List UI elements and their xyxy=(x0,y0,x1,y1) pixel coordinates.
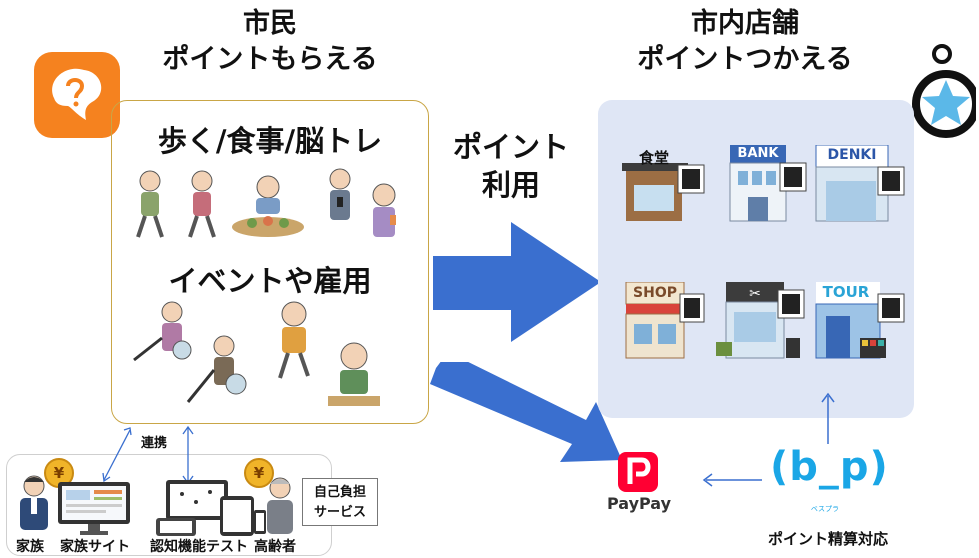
store-bank-sign: BANK xyxy=(737,146,779,161)
cognitive-test-devices-icon xyxy=(156,480,266,536)
paypay-logo xyxy=(616,450,660,494)
citizen-header: 市民 ポイントもらえる xyxy=(120,6,420,78)
store-barber: ✂ xyxy=(712,282,808,362)
svg-text:✂: ✂ xyxy=(749,286,761,302)
citizen-header-line2: ポイントもらえる xyxy=(162,44,378,75)
activity-illustrations xyxy=(136,168,396,238)
walking-man-illustration xyxy=(136,170,164,238)
store-tour-sign: TOUR xyxy=(822,283,870,301)
elderly-person-illustration xyxy=(267,477,293,534)
store-bank: BANK xyxy=(724,145,808,225)
yen-symbol: ¥ xyxy=(53,464,65,482)
bepra-caption: ポイント精算対応 xyxy=(767,530,888,548)
store-shokudo: 食堂 xyxy=(622,145,706,225)
event-illustrations xyxy=(133,301,380,406)
paypay-label: PayPay xyxy=(606,494,672,513)
walking-woman-illustration xyxy=(188,170,216,238)
link-label: 連携 xyxy=(141,436,168,451)
store-tour: TOUR xyxy=(812,282,908,362)
store-denki: DENKI xyxy=(812,144,908,225)
cooking-elder-illustration xyxy=(328,342,380,406)
bepra-logo: (b_p) xyxy=(770,444,889,490)
store-shop-sign: SHOP xyxy=(633,285,677,301)
store-header-line2: ポイントつかえる xyxy=(637,44,853,75)
app-icon xyxy=(32,50,122,140)
cognitive-test-label: 認知機能テスト xyxy=(150,539,248,555)
cleanup-woman-illustration xyxy=(133,301,192,362)
family-person-illustration xyxy=(20,475,48,530)
store-header: 市内店舗 ポイントつかえる xyxy=(590,6,900,78)
point-usage-label: ポイント 利用 xyxy=(436,128,586,204)
store-header-line1: 市内店舗 xyxy=(691,8,799,39)
family-label: 家族 xyxy=(16,539,44,555)
star-badge-icon xyxy=(908,42,979,146)
store-shop: SHOP xyxy=(622,281,706,362)
cleanup-man-illustration xyxy=(186,335,247,403)
self-pay-line1: 自己負担 xyxy=(313,485,366,500)
store-shokudo-sign: 食堂 xyxy=(638,149,669,167)
point-usage-arrow xyxy=(433,222,601,342)
elder-woman-illustration xyxy=(372,183,396,237)
elderly-yen-symbol: ¥ xyxy=(253,464,265,482)
elderly-label: 高齢者 xyxy=(254,539,296,555)
family-site-label: 家族サイト xyxy=(60,539,130,555)
bepra-small-label: ベスプラ xyxy=(810,505,840,513)
bepra-up-arrow xyxy=(821,392,835,444)
elder-phone-illustration xyxy=(329,168,351,220)
point-usage-line2: 利用 xyxy=(481,168,540,202)
store-denki-sign: DENKI xyxy=(827,147,877,163)
link-arrows xyxy=(102,425,194,484)
family-site-monitor-icon xyxy=(58,482,130,535)
self-pay-service-box: 自己負担 サービス xyxy=(302,478,378,526)
point-usage-line1: ポイント xyxy=(452,130,569,164)
elderly-yen-coin-icon: ¥ xyxy=(244,458,274,488)
self-pay-line2: サービス xyxy=(313,505,366,520)
meal-illustration xyxy=(232,175,304,237)
citizen-header-line1: 市民 xyxy=(243,8,297,39)
paypay-arrow xyxy=(430,362,622,462)
citizen-box xyxy=(111,100,429,424)
event-label: イベントや雇用 xyxy=(168,264,372,298)
bepra-to-paypay-arrow xyxy=(702,473,762,487)
activity-label: 歩く/食事/脳トレ xyxy=(157,124,383,158)
runner-illustration xyxy=(278,301,310,379)
